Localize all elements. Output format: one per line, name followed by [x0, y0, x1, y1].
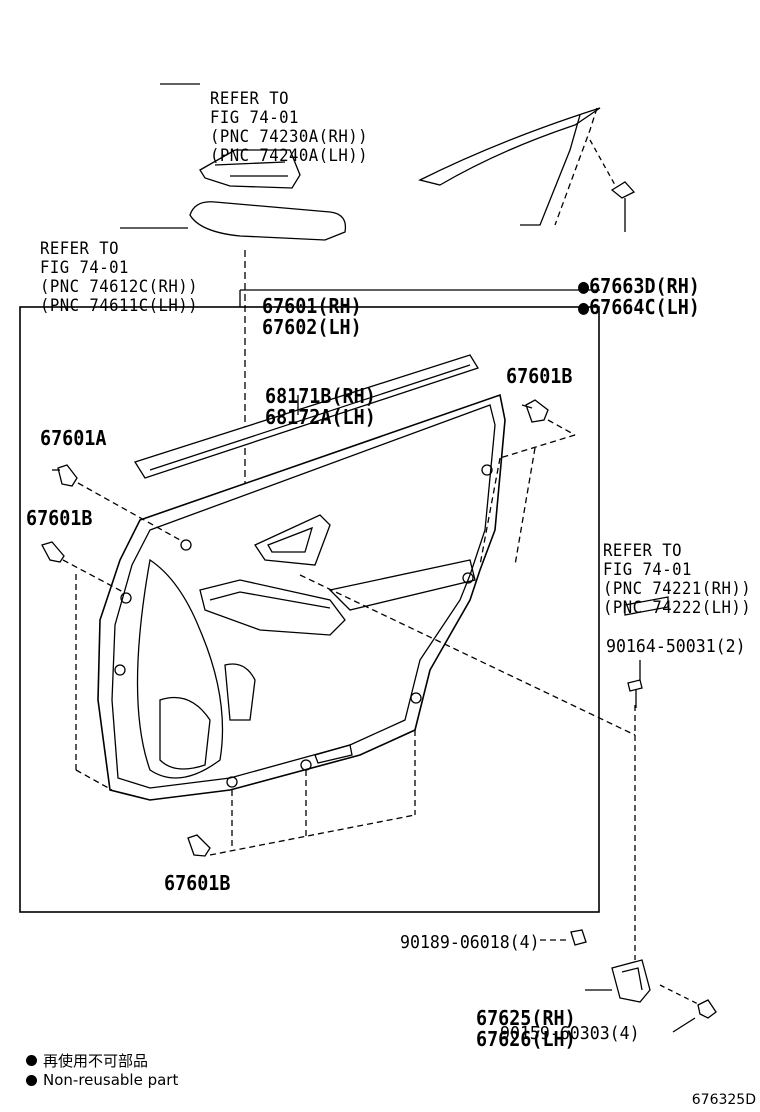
screw-part [627, 679, 643, 708]
legend-jp: 再使用不可部品 [26, 1050, 148, 1071]
label-bracket: 67625(RH)67626(LH) [476, 1006, 576, 1051]
weatherstrip-clip [610, 181, 636, 199]
clip-left-a [52, 464, 78, 487]
panel-frame [19, 306, 600, 913]
label-clip-a: 67601A [40, 426, 107, 450]
label-moulding: 68171B(RH)68172A(LH) [265, 384, 376, 429]
bullet-icon [26, 1074, 37, 1086]
label-nut: 90189-06018(4) [400, 932, 540, 953]
clip-bottom [187, 834, 211, 857]
label-clip-top-right: 67601B [506, 364, 573, 388]
figure-code: 676325D [691, 1092, 756, 1108]
legend-en: Non-reusable part [26, 1071, 178, 1089]
bullet-icon [26, 1055, 37, 1066]
clip-top-right [521, 399, 549, 423]
bolt-part [659, 984, 717, 1019]
label-bolt: 90159-60303(4) [500, 1023, 640, 1044]
label-clip-left-b: 67601B [26, 506, 93, 530]
switch-base-part [199, 149, 301, 189]
window-glass [418, 107, 601, 226]
label-weatherstrip: ●67663D(RH)●67664C(LH) [578, 274, 700, 319]
door-panel [97, 393, 506, 801]
switch-bezel-part [624, 596, 669, 616]
clip-left-b [41, 541, 65, 563]
moulding-part [134, 354, 479, 479]
label-clip-bottom: 67601B [164, 871, 231, 895]
armrest-part [189, 201, 347, 241]
label-screw: 90164-50031(2) [606, 636, 746, 657]
nut-part [570, 929, 587, 946]
label-door-panel: 67601(RH)67602(LH) [262, 294, 362, 339]
bracket-part [611, 959, 651, 1003]
